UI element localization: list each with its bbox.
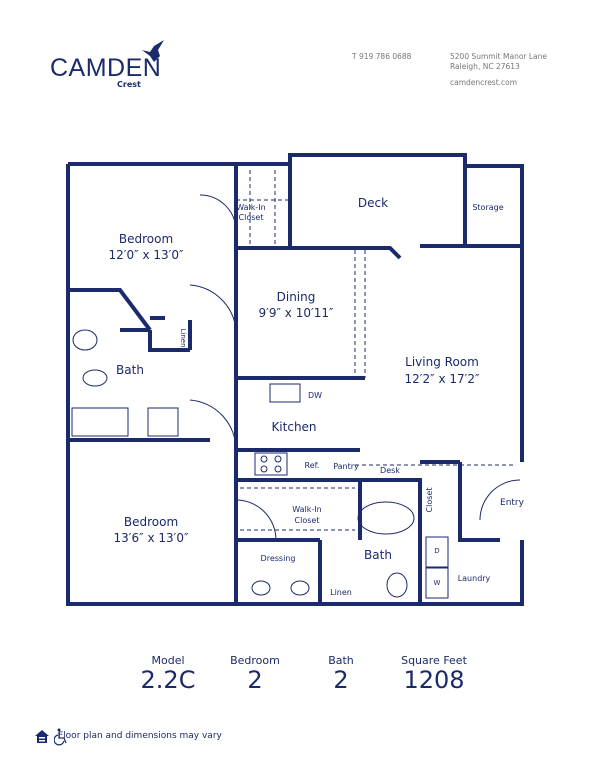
- walkin-closet-1-label-2: Closet: [239, 213, 264, 222]
- stat-label: Square Feet: [401, 654, 467, 667]
- contact-address-1: 5200 Summit Manor Lane: [450, 52, 548, 61]
- stat-bath: Bath 2: [291, 654, 391, 693]
- stat-value: 2.2C: [140, 666, 196, 694]
- bedroom-2-dims: 13′6″ x 13′0″: [114, 531, 189, 545]
- stat-square-feet: Square Feet 1208: [384, 654, 484, 693]
- hummingbird-icon: [142, 40, 164, 62]
- wheelchair-accessible-icon: [54, 728, 67, 746]
- pantry-label: Pantry: [333, 462, 359, 471]
- stat-value: 1208: [403, 666, 465, 694]
- walkin-closet-2-label-2: Closet: [295, 516, 320, 525]
- brand-logo: Camden: [50, 54, 162, 82]
- dining-label: Dining: [277, 290, 316, 304]
- walls: [66, 153, 524, 606]
- storage-label: Storage: [472, 203, 503, 212]
- dressing-label: Dressing: [261, 554, 296, 563]
- dining-dims: 9′9″ x 10′11″: [259, 306, 334, 320]
- desk-label: Desk: [380, 466, 400, 475]
- stat-label: Bedroom: [230, 654, 280, 667]
- floor-plan: Walk-In Closet Deck Storage Bedroom 12′0…: [66, 153, 525, 606]
- entry-label: Entry: [500, 498, 525, 508]
- laundry-label: Laundry: [458, 574, 491, 583]
- living-room-label: Living Room: [405, 355, 479, 369]
- kitchen-label: Kitchen: [271, 420, 316, 434]
- walkin-closet-2-label: Walk-In: [292, 505, 321, 514]
- living-room-dims: 12′2″ x 17′2″: [405, 372, 480, 386]
- stat-label: Bath: [328, 654, 354, 667]
- deck-label: Deck: [358, 196, 388, 210]
- contact-address-2: Raleigh, NC 27613: [450, 62, 520, 71]
- bedroom-1-dims: 12′0″ x 13′0″: [109, 248, 184, 262]
- dishwasher-label: DW: [308, 391, 322, 400]
- equal-housing-icon: [35, 730, 49, 743]
- contact-website[interactable]: camdencrest.com: [450, 78, 518, 87]
- disclaimer: Floor plan and dimensions may vary: [58, 731, 222, 741]
- brand-community: Crest: [117, 80, 141, 89]
- linen-1-label: Linen: [179, 328, 187, 347]
- stat-model: Model 2.2C: [118, 654, 218, 693]
- closet-2-label: Closet: [425, 488, 434, 513]
- bath-2-label: Bath: [364, 548, 392, 562]
- bedroom-2-label: Bedroom: [124, 515, 178, 529]
- fixtures: [71, 170, 521, 599]
- stat-label: Model: [151, 654, 185, 667]
- stat-bedroom: Bedroom 2: [205, 654, 305, 693]
- contact-phone: T 919 786 0688: [352, 52, 412, 61]
- linen-2-label: Linen: [330, 588, 352, 597]
- refrigerator-label: Ref.: [305, 461, 320, 470]
- stat-value: 2: [333, 666, 349, 694]
- bedroom-1-label: Bedroom: [119, 232, 173, 246]
- washer-label: W: [434, 579, 441, 587]
- walkin-closet-1-label: Walk-In: [236, 203, 265, 212]
- bath-1-label: Bath: [116, 363, 144, 377]
- dryer-label: D: [434, 547, 439, 555]
- stat-value: 2: [247, 666, 263, 694]
